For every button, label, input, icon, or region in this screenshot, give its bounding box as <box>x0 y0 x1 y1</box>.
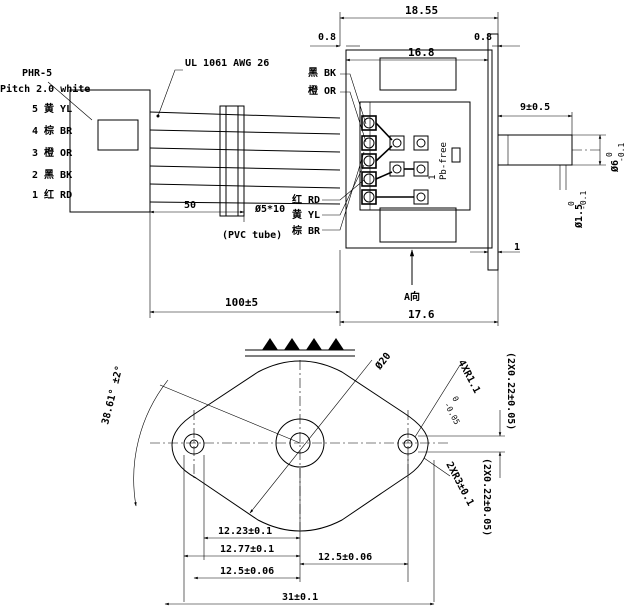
dim-shaft-tip: Ø1.5 <box>573 204 585 229</box>
view-arrow-label: A向 <box>404 290 420 303</box>
cable-leader <box>157 69 183 117</box>
pin-4: 4 棕 BR <box>32 124 73 137</box>
dim-shaft-length: 9±0.5 <box>520 102 550 113</box>
circle-dia: Ø20 <box>372 350 393 372</box>
dim-shaft-dia: Ø6 <box>609 160 621 173</box>
tolerance-top: (2X0.22±0.05) <box>505 352 516 430</box>
cable-wires <box>149 111 341 205</box>
angle-label: 38.61° ±2° <box>100 365 125 426</box>
connector <box>69 89 151 213</box>
pvc-sleeve <box>219 105 245 217</box>
dim-lead-length: 100±5 <box>225 296 258 309</box>
dim-shaft-tip-upper: 0 <box>567 201 576 206</box>
dim-shaft-dia-lower: -0.1 <box>617 143 626 162</box>
dim-flange: 1 <box>514 242 520 253</box>
dim-sleeve: 50 <box>184 200 196 211</box>
pin-5: 5 黄 YL <box>32 102 72 115</box>
dim-right-gap: 0.8 <box>474 32 492 43</box>
cable-spec: UL 1061 AWG 26 <box>185 58 269 69</box>
board-pbfree: Pb-free <box>439 142 449 180</box>
slot-radius-upper: 0 <box>450 395 460 404</box>
dim-12-5-right: 12.5±0.06 <box>318 552 372 563</box>
top-terminals <box>245 338 355 357</box>
pin-3: 3 橙 OR <box>32 146 73 159</box>
dim-12-77: 12.77±0.1 <box>220 544 274 555</box>
connector-pitch: Pitch 2.0 white <box>0 83 90 95</box>
pin-2: 2 黑 BK <box>32 169 72 181</box>
dim-31: 31±0.1 <box>282 592 318 603</box>
connector-leader <box>47 81 93 121</box>
slot-radius: 4XR1.1 <box>455 358 482 395</box>
dim-12-5-left: 12.5±0.06 <box>220 566 274 577</box>
corner-radius: 2XR3±0.1 <box>443 460 475 508</box>
front-view: Ø20 38.61° ±2° 4XR1.1 0 -0.05 2XR3±0.1 (… <box>100 338 516 606</box>
slot-radius-lower: -0.05 <box>442 401 461 427</box>
tube-note: (PVC tube) <box>222 230 282 241</box>
terminal-pads <box>361 115 429 205</box>
dim-overall-width: 18.55 <box>405 4 438 17</box>
flange-outline <box>171 360 429 532</box>
dim-body-width: 16.8 <box>408 46 435 59</box>
wire-label-rd: 红 RD <box>292 193 320 206</box>
tube-size: Ø5*10 <box>254 203 285 215</box>
dim-shaft-tip-lower: -0.1 <box>579 191 588 210</box>
tolerance-bottom: (2X0.22±0.05) <box>481 458 492 536</box>
dim-left-gap: 0.8 <box>318 32 336 43</box>
wire-label-yl: 黄 YL <box>292 208 320 221</box>
pin-1: 1 红 RD <box>32 188 72 201</box>
wire-label-or: 橙 OR <box>308 84 337 97</box>
dim-shaft-dia-upper: 0 <box>605 152 614 157</box>
wire-label-bk: 黑 BK <box>308 67 336 79</box>
dim-12-23: 12.23±0.1 <box>218 526 272 537</box>
dim-body-depth: 17.6 <box>408 308 435 321</box>
wire-label-br: 棕 BR <box>291 224 321 237</box>
top-view: PHR-5 Pitch 2.0 white 5 黄 YL 4 棕 BR 3 橙 … <box>0 4 626 326</box>
board-pin1: 1 <box>428 175 438 180</box>
motor-body <box>345 33 600 271</box>
connector-type: PHR-5 <box>22 68 52 79</box>
pin-list: 5 黄 YL 4 棕 BR 3 橙 OR 2 黑 BK 1 红 RD <box>32 102 73 201</box>
